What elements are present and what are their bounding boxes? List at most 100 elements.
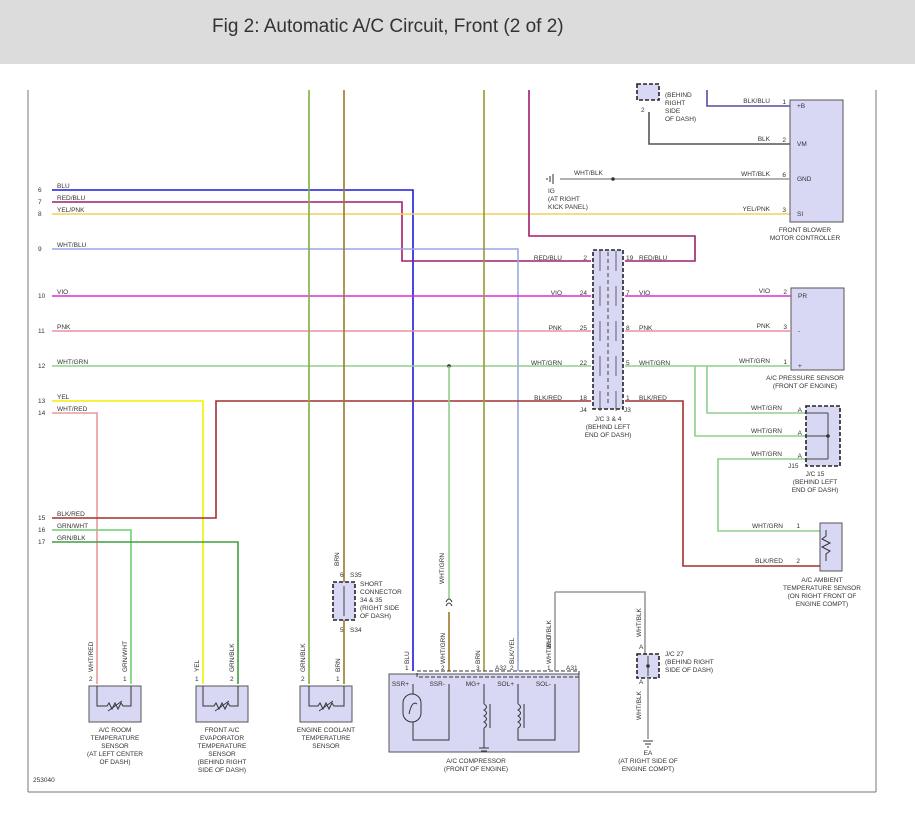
pin-number: 6 [340,572,344,579]
wire-label: BLK/RED [639,395,667,402]
wire-label: WHT/BLK [636,690,643,720]
component-label: SENSOR [208,751,236,758]
internal-wire [308,686,312,707]
connector-id: S35 [350,572,362,579]
pin-number: 1 [782,99,786,106]
wire-yel [52,400,204,684]
pin-number: 2 [583,255,587,262]
location-label: SIDE [665,108,681,115]
ground-label: (AT RIGHT SIDE OF [618,758,678,765]
wire-label: WHT/GRN [751,451,782,458]
component-label: FRONT BLOWER [779,227,832,234]
pin-number: 18 [580,395,588,402]
figure-header: Fig 2: Automatic A/C Circuit, Front (2 o… [0,0,915,64]
engine-coolant-temperature-sensor-thermistor [312,701,340,711]
internal-wire [412,684,450,741]
ac-pressure-sensor [790,287,845,371]
front-blower-motor-controller [789,99,844,223]
component-label: END OF DASH) [585,432,632,439]
wire-grn-wht [52,529,132,684]
pin-number: 14 [38,410,46,417]
terminal-name: GND [797,176,812,183]
component-label: A/C AMBIENT [801,577,842,584]
wire-label: BRN [335,658,342,672]
connector-id: J3 [624,407,631,414]
connector-mark [445,598,453,603]
thermistor-symbol [820,530,832,561]
pin-number: 16 [38,527,46,534]
wire-label: WHT/BLK [546,619,553,649]
wire-label: GRN/WHT [122,641,129,672]
wire-label: WHT/RED [88,641,95,672]
pin-number: 1 [796,523,800,530]
pin-number: 24 [580,290,588,297]
splice-dot [646,664,650,668]
component-label: (BEHIND RIGHT [665,659,714,666]
figure-id: 253040 [33,777,55,784]
pin-number: 9 [38,246,42,253]
ground-label: IG [548,188,555,195]
pin-number: 3 [782,207,786,214]
wire-blk-red-ambient [625,400,820,567]
pin-number: 1 [547,665,551,672]
wire-label: PNK [757,323,771,330]
internal-wire [517,684,556,741]
pin-number: 13 [38,398,46,405]
pin-number: 11 [38,328,45,335]
wire-wht-grn-j15b [694,366,806,437]
wire-label: WHT/GRN [739,358,770,365]
wire-label: PNK [549,325,563,332]
wire-label: WHT/GRN [752,523,783,530]
splice-dot [826,434,830,438]
wire-label: WHT/GRN [440,633,447,664]
pin-number: 17 [38,539,46,546]
pin-number: 10 [38,293,46,300]
pin-number: A [798,430,803,437]
pin-number: 25 [580,325,588,332]
solenoid-coil [517,703,521,729]
wire-blk [648,112,790,145]
wire-label: PNK [57,324,71,331]
wire-label: VIO [759,288,770,295]
connector-id: J4 [580,407,587,414]
wire-label: BLK/BLU [743,98,770,105]
component-label: EVAPORATOR [200,735,244,742]
wire-label: WHT/BLK [741,171,771,178]
pin-number: 2 [782,137,786,144]
component-label: (RIGHT SIDE [360,605,400,612]
ground-label: KICK PANEL) [548,204,588,211]
pin-number: A [639,644,644,651]
wire-label: WHT/GRN [751,428,782,435]
terminal-name: VM [797,141,807,148]
wire-red-blu-right [528,90,696,262]
wire-label: WHT/GRN [751,405,782,412]
internal-wire [129,686,132,707]
wire-label: WHT/GRN [639,360,670,367]
component-label: A/C PRESSURE SENSOR [766,375,844,382]
connector-mark [445,602,453,607]
wire-label: WHT/BLK [574,170,604,177]
pin-number: 5 [626,360,630,367]
pin-number: 22 [580,360,588,367]
wire-wht-red [52,412,98,684]
figure-title: Fig 2: Automatic A/C Circuit, Front (2 o… [212,16,564,37]
component-label: J/C 3 & 4 [595,416,622,423]
pin-number: 1 [336,676,340,683]
ac-ambient-temperature-sensor [819,522,843,572]
wire-label: WHT/BLU [546,634,553,664]
wire-label: VIO [639,290,650,297]
terminal-name: SSR+ [392,681,409,688]
wire-label: WHT/RED [57,406,88,413]
component-label: (ON RIGHT FRONT OF [788,593,857,600]
component-label: (FRONT OF ENGINE) [444,766,508,773]
wire-label: BLK/RED [57,511,85,518]
component-label: SIDE OF DASH) [198,767,246,774]
terminal-name: SOL- [536,681,551,688]
speed-sensor-symbol [408,702,418,715]
thermistor-arrow [107,700,123,712]
wire-blu [52,189,414,671]
wire-label: BLK [758,136,771,143]
wire-label: YEL [194,659,201,672]
component-label: TEMPERATURE [198,743,247,750]
component-label: OF DASH) [360,613,391,620]
